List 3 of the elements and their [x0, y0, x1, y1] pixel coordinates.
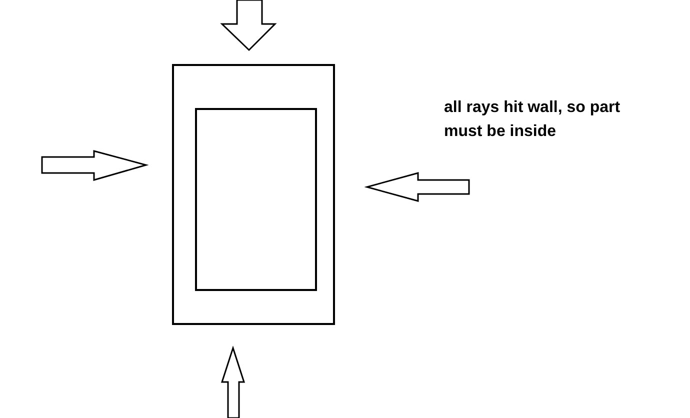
outer-rectangle	[172, 64, 335, 325]
inner-rectangle	[195, 108, 317, 291]
note-text: all rays hit wall, so part must be inside	[444, 98, 622, 142]
